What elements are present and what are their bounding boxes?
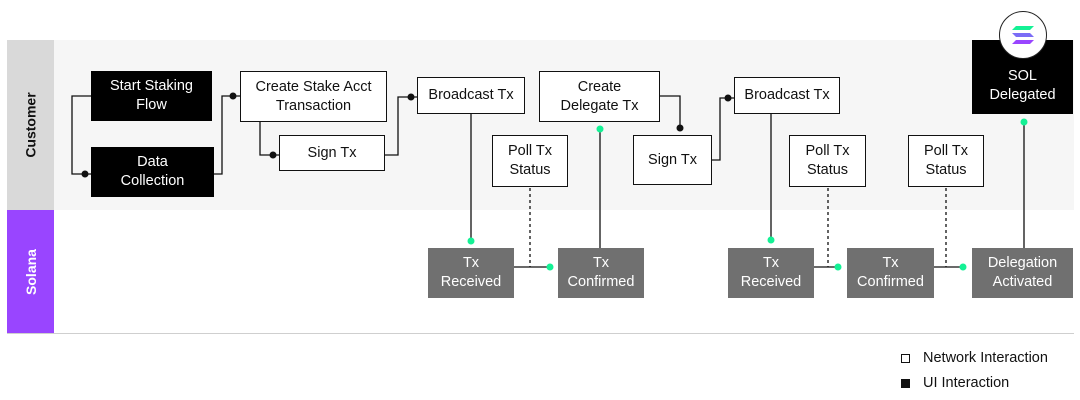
broadcast-tx-box-2: Broadcast Tx xyxy=(734,77,840,114)
connector-start-to-data xyxy=(71,95,91,175)
legend-network-label: Network Interaction xyxy=(923,350,1048,366)
endpoint-dot xyxy=(467,237,475,245)
create-delegate-label: Create Delegate Tx xyxy=(560,78,639,114)
connector-create-delegate-to-sign xyxy=(660,95,681,128)
broadcast-tx-label-1: Broadcast Tx xyxy=(428,87,514,103)
connector-dot xyxy=(81,170,89,178)
poll-status-label-3: Poll Tx Status xyxy=(923,143,969,178)
legend-network: Network Interaction xyxy=(901,350,1048,366)
tx-received-box-1: Tx Received xyxy=(428,248,514,298)
data-collection-box: Data Collection xyxy=(91,147,214,197)
connector-dot xyxy=(269,151,277,159)
poll-status-label-2: Poll Tx Status xyxy=(805,143,850,178)
legend-ui-swatch xyxy=(901,378,910,388)
poll-status-label-1: Poll Tx Status xyxy=(507,143,553,178)
tx-received-label-1: Tx Received xyxy=(440,255,502,290)
data-collection-label: Data Collection xyxy=(120,154,185,189)
endpoint-dot xyxy=(767,236,775,244)
sign-tx-label-1: Sign Tx xyxy=(307,144,357,161)
sol-delegated-label: SOL Delegated xyxy=(989,68,1056,103)
tx-confirmed-label-2: Tx Confirmed xyxy=(857,255,924,290)
broadcast-tx-label-2: Broadcast Tx xyxy=(744,87,830,103)
legend-ui: UI Interaction xyxy=(901,375,1009,391)
broadcast-tx-box-1: Broadcast Tx xyxy=(417,77,525,114)
connector-dot xyxy=(229,92,237,100)
solana-logo-glyph xyxy=(1012,26,1034,44)
tx-confirmed-label-1: Tx Confirmed xyxy=(567,255,635,290)
connector-create-stake-to-sign xyxy=(259,122,279,156)
sign-tx-box-2: Sign Tx xyxy=(633,135,712,185)
connector-dot xyxy=(724,94,732,102)
endpoint-dot xyxy=(834,263,842,271)
endpoint-dot xyxy=(959,263,967,271)
create-stake-acct-label: Create Stake Acct Transaction xyxy=(255,78,372,114)
start-staking-flow-label: Start Staking Flow xyxy=(109,78,193,113)
connector-sign-to-broadcast-1 xyxy=(385,96,417,156)
delegation-activated-label: Delegation Activated xyxy=(987,255,1058,290)
endpoint-dot xyxy=(1020,118,1028,126)
poll-status-box-3: Poll Tx Status xyxy=(908,135,984,187)
legend-ui-label: UI Interaction xyxy=(923,375,1010,391)
poll-status-box-2: Poll Tx Status xyxy=(789,135,866,187)
tx-confirmed-box-1: Tx Confirmed xyxy=(558,248,644,298)
poll-status-box-1: Poll Tx Status xyxy=(492,135,568,187)
connector-dot xyxy=(676,124,684,132)
connector-dot xyxy=(407,93,415,101)
connector-sign-to-broadcast-2 xyxy=(712,97,734,161)
start-staking-flow-box: Start Staking Flow xyxy=(91,71,212,121)
tx-received-label-2: Tx Received xyxy=(740,255,802,290)
create-delegate-box: Create Delegate Tx xyxy=(539,71,660,122)
connector-data-to-create-stake xyxy=(214,95,240,175)
tx-received-box-2: Tx Received xyxy=(728,248,814,298)
delegation-activated-box: Delegation Activated xyxy=(972,248,1073,298)
endpoint-dot xyxy=(546,263,554,271)
create-stake-acct-box: Create Stake Acct Transaction xyxy=(240,71,387,122)
endpoint-dot xyxy=(596,125,604,133)
legend-network-swatch xyxy=(901,353,910,363)
tx-confirmed-box-2: Tx Confirmed xyxy=(847,248,934,298)
sign-tx-label-2: Sign Tx xyxy=(648,151,697,168)
solana-logo-icon xyxy=(999,11,1047,59)
customer-lane-label: Customer xyxy=(7,40,54,210)
lane-bottom-divider xyxy=(7,333,1074,334)
sign-tx-box-1: Sign Tx xyxy=(279,135,385,171)
solana-lane-label: Solana xyxy=(7,210,54,333)
